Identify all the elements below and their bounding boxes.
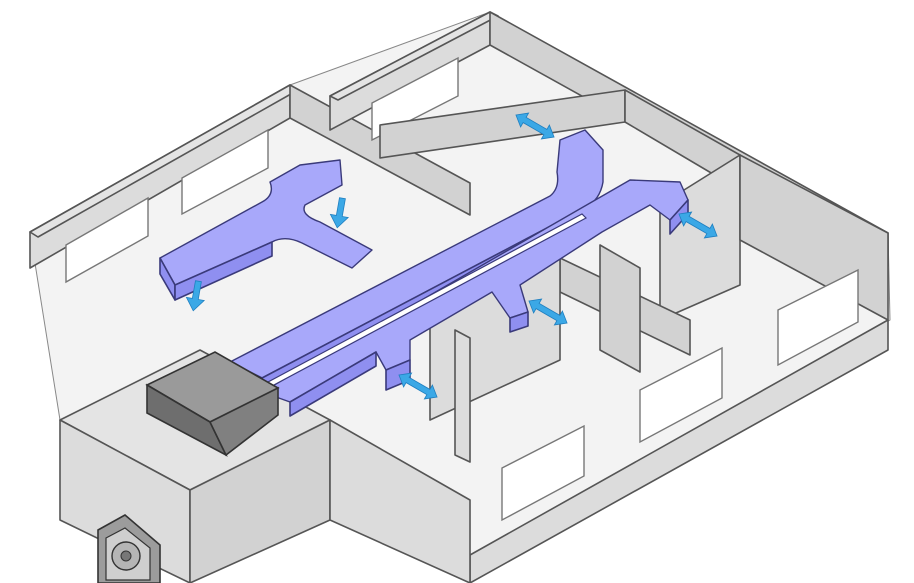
ducted-hvac-diagram <box>0 0 914 583</box>
